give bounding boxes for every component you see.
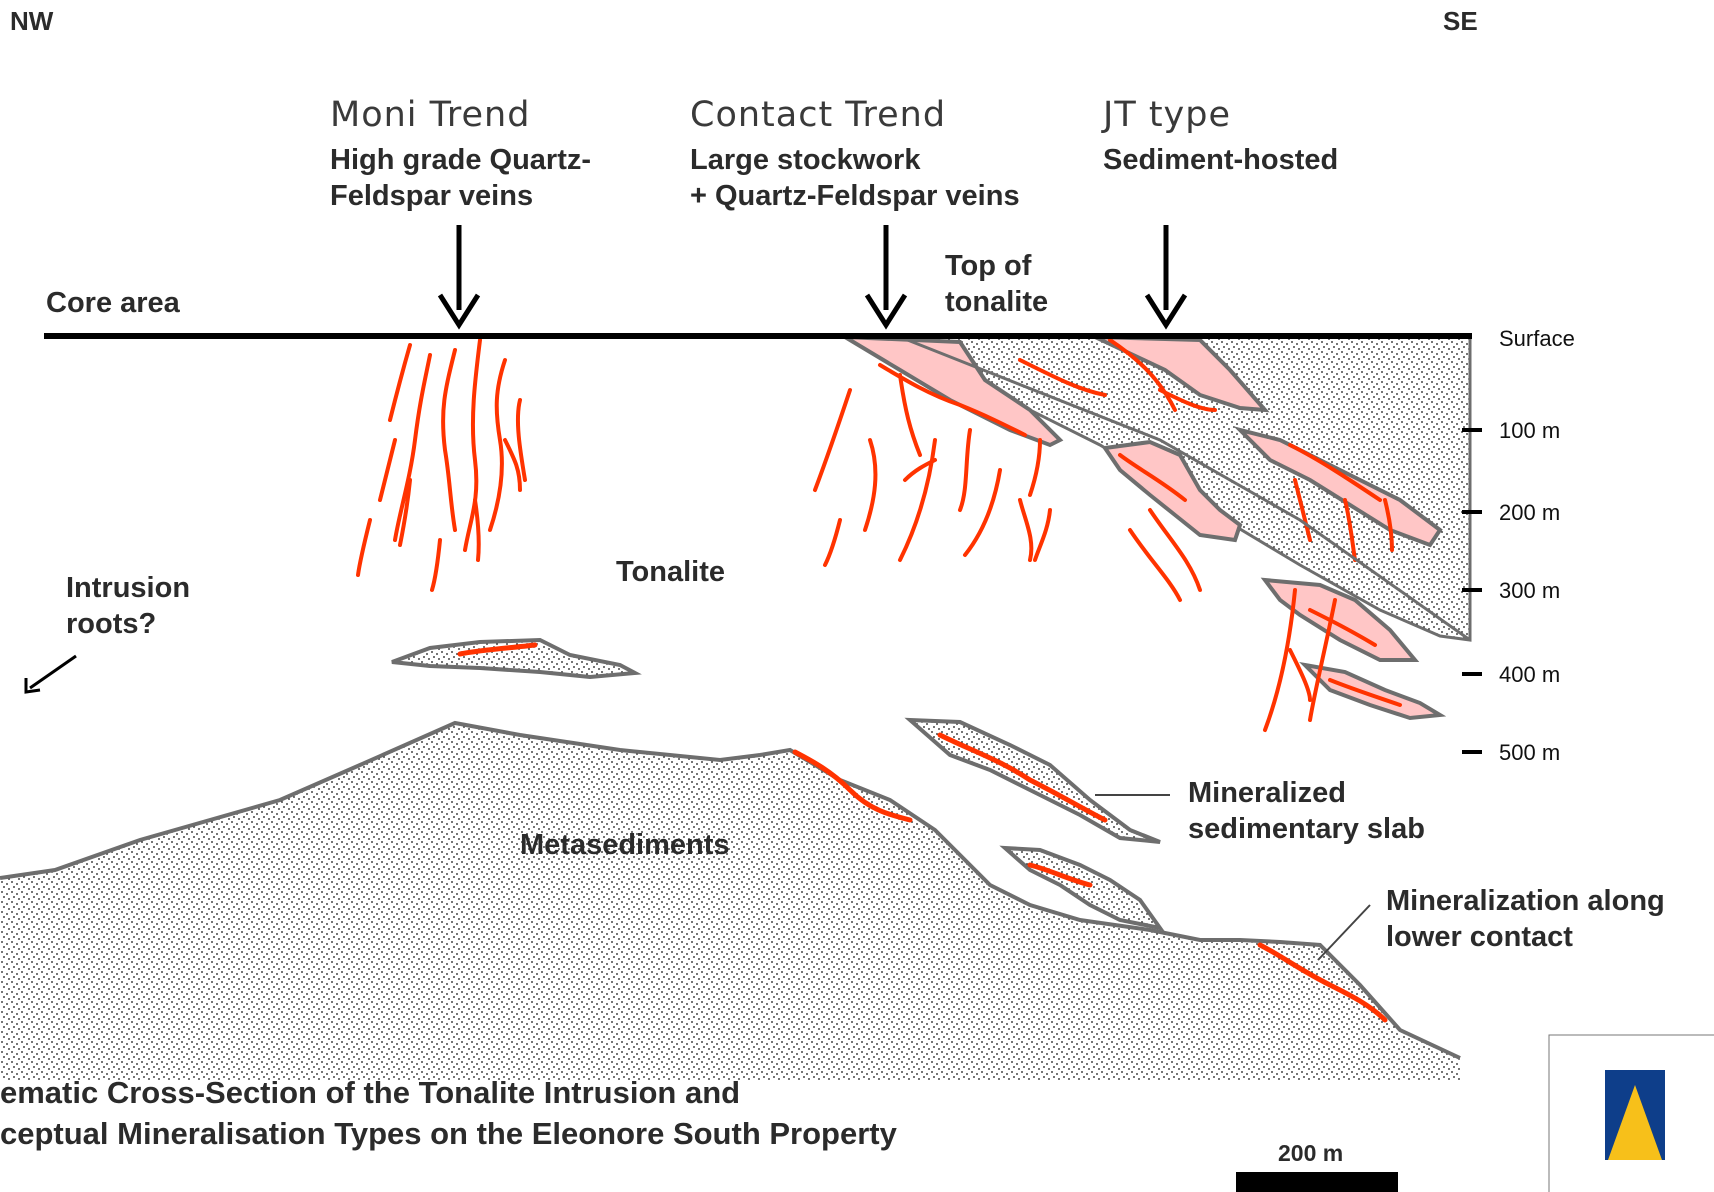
metasediments-label: Metasediments (520, 827, 730, 863)
nw-label: NW (10, 6, 53, 37)
intrusion-roots-1: Intrusion (66, 570, 190, 606)
company-logo (1549, 1035, 1714, 1192)
figure-title-1: ematic Cross-Section of the Tonalite Int… (0, 1074, 740, 1112)
vein (1265, 590, 1295, 730)
depth-300: 300 m (1499, 578, 1560, 604)
vein (1030, 440, 1040, 495)
vein (940, 735, 1105, 820)
figure-title-2: ceptual Mineralisation Types on the Eleo… (0, 1115, 897, 1153)
depth-200: 200 m (1499, 500, 1560, 526)
se-label: SE (1443, 6, 1478, 37)
scale-bar (1236, 1172, 1398, 1192)
vein (1035, 510, 1050, 560)
vein (825, 520, 840, 565)
surface-label: Surface (1499, 326, 1575, 352)
depth-400: 400 m (1499, 662, 1560, 688)
vein (475, 500, 479, 560)
trend-desc-contact-2: + Quartz-Feldspar veins (690, 178, 1020, 214)
trend-name-contact: Contact Trend (690, 95, 946, 135)
trend-name-moni: Moni Trend (330, 95, 530, 135)
vein (865, 440, 875, 530)
trend-desc-contact-1: Large stockwork (690, 142, 920, 178)
lower-contact-1: Mineralization along (1386, 883, 1665, 919)
vein (390, 345, 410, 420)
vein (815, 390, 850, 490)
trend-desc-moni-1: High grade Quartz- (330, 142, 591, 178)
intrusion-roots-2: roots? (66, 606, 156, 642)
lower-contact-2: lower contact (1386, 919, 1573, 955)
lens-6 (1305, 665, 1440, 718)
vein (380, 440, 395, 500)
core-area-label: Core area (46, 285, 180, 321)
depth-100: 100 m (1499, 418, 1560, 444)
vein (490, 360, 505, 530)
top-of-tonalite-1: Top of (945, 248, 1031, 284)
trend-name-jt: JT type (1103, 95, 1231, 135)
top-of-tonalite-2: tonalite (945, 284, 1048, 320)
vein (358, 520, 370, 575)
lower-contact-leader (1318, 905, 1370, 960)
roots-arrow (30, 656, 76, 688)
mineralized-slab-2: sedimentary slab (1188, 811, 1425, 847)
vein (443, 350, 455, 530)
vein (965, 470, 1000, 555)
trend-desc-moni-2: Feldspar veins (330, 178, 533, 214)
vein (1290, 650, 1310, 700)
vein (960, 430, 970, 510)
vein (505, 440, 520, 490)
depth-500: 500 m (1499, 740, 1560, 766)
trend-desc-jt-1: Sediment-hosted (1103, 142, 1338, 178)
mineralized-slab-1: Mineralized (1188, 775, 1346, 811)
vein (900, 440, 935, 560)
scale-bar-label: 200 m (1278, 1140, 1343, 1167)
vein (432, 540, 440, 590)
tonalite-label: Tonalite (616, 554, 725, 590)
vein (1020, 500, 1031, 560)
